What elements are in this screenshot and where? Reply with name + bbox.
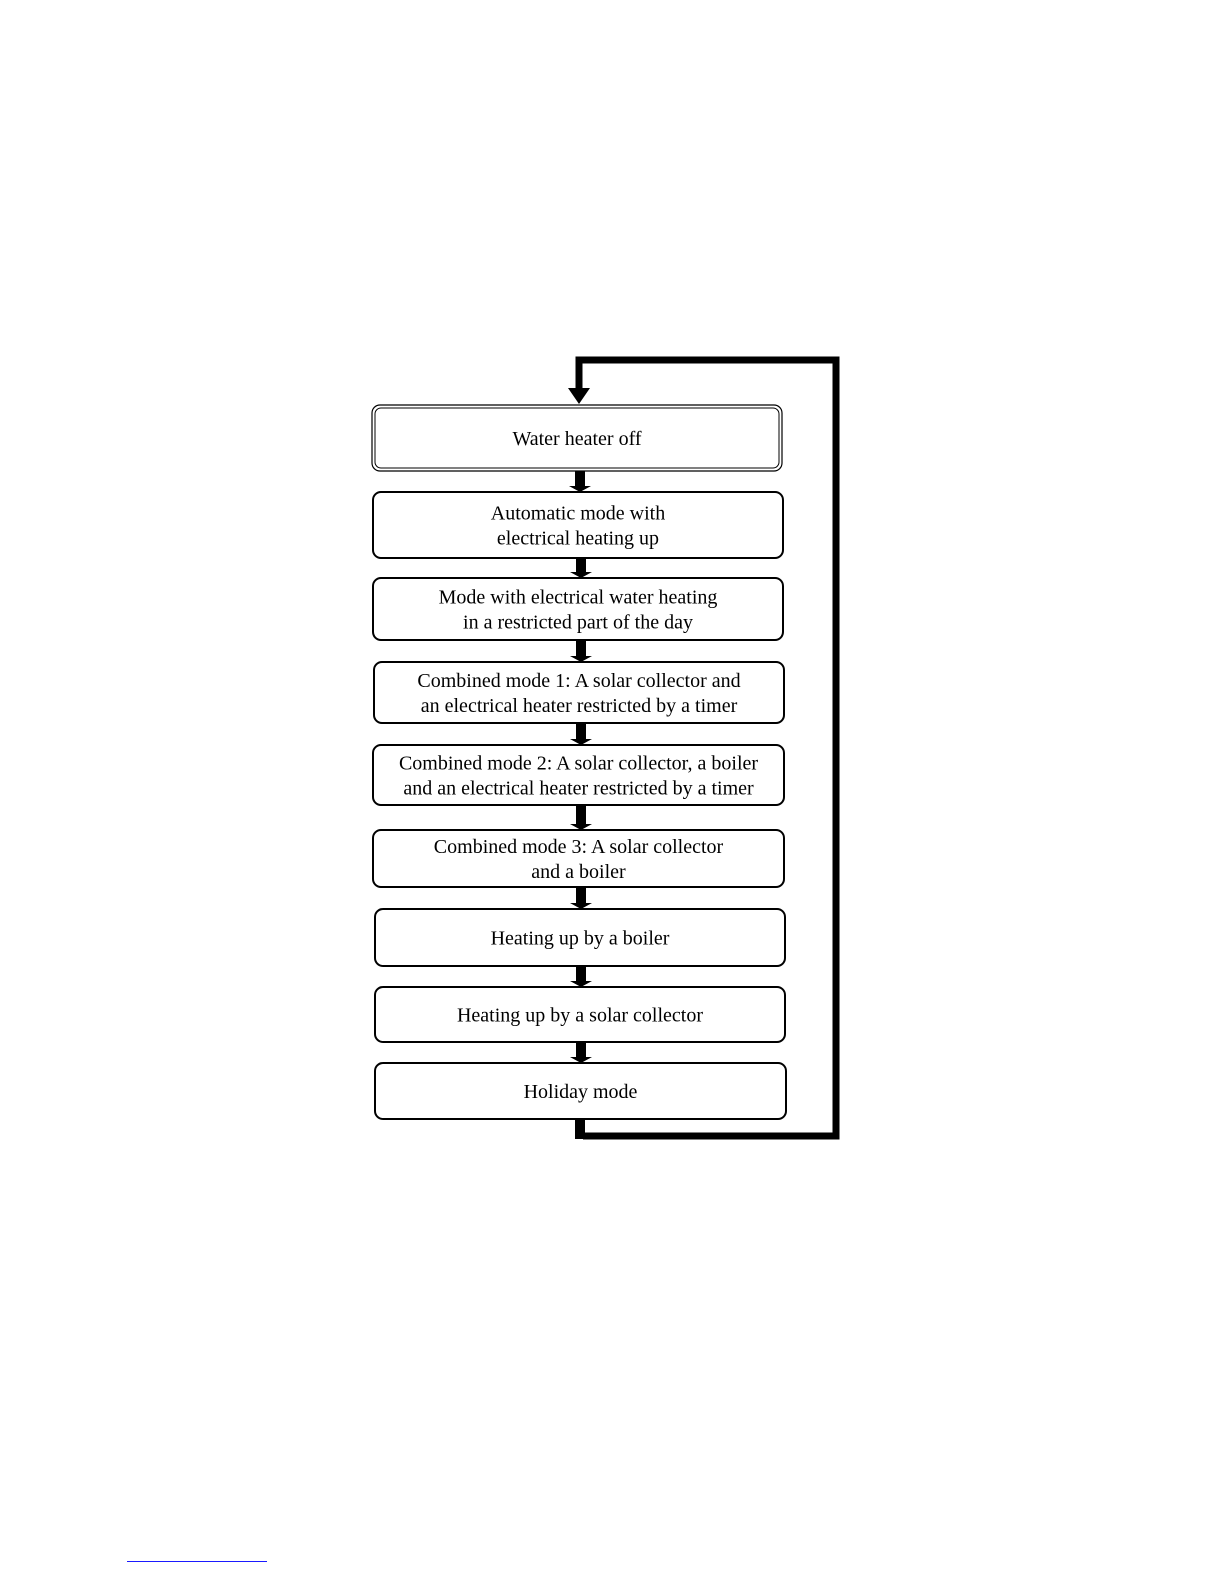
mode-box-5-line-2: and an electrical heater restricted by a… (403, 778, 754, 800)
mode-box-2-line-2: electrical heating up (497, 528, 659, 550)
mode-box-7: Heating up by a boiler (374, 908, 786, 967)
connector-arrow-6 (570, 887, 592, 909)
mode-box-1: Water heater off (371, 404, 783, 472)
mode-box-7-line-1: Heating up by a boiler (491, 928, 670, 950)
mode-box-3-line-1: Mode with electrical water heating (439, 587, 718, 609)
mode-box-9-line-1: Holiday mode (524, 1081, 638, 1103)
mode-connectors (569, 471, 592, 1139)
connector-arrow-8 (570, 1042, 592, 1063)
mode-box-2: Automatic mode with electrical heating up (372, 491, 784, 559)
connector-arrow-7 (570, 966, 592, 987)
mode-box-6-line-2: and a boiler (531, 861, 626, 883)
mode-box-3: Mode with electrical water heating in a r… (372, 577, 784, 641)
mode-box-4: Combined mode 1: A solar collector and an… (373, 661, 785, 724)
mode-box-6: Combined mode 3: A solar collector and a … (372, 829, 785, 888)
mode-box-8: Heating up by a solar collector (374, 986, 786, 1043)
mode-box-3-line-2: in a restricted part of the day (463, 612, 693, 634)
connector-arrow-1 (569, 471, 591, 492)
connector-arrow-2 (570, 558, 592, 578)
loop-back-arrowhead (568, 388, 590, 404)
loop-start-stub (575, 1119, 585, 1139)
connector-arrow-3 (570, 640, 592, 662)
mode-box-5-line-1: Combined mode 2: A solar collector, a bo… (399, 753, 758, 775)
mode-box-6-line-1: Combined mode 3: A solar collector (434, 836, 724, 858)
loop-back-line (575, 356, 840, 1140)
connector-arrow-5 (570, 805, 592, 830)
mode-box-4-line-2: an electrical heater restricted by a tim… (421, 695, 738, 717)
mode-box-4-line-1: Combined mode 1: A solar collector and (417, 670, 740, 692)
mode-box-5: Combined mode 2: A solar collector, a bo… (372, 744, 785, 806)
mode-box-2-line-1: Automatic mode with (491, 503, 665, 525)
mode-box-8-line-1: Heating up by a solar collector (457, 1005, 703, 1027)
footnote-rule (127, 1561, 267, 1562)
connector-arrow-4 (570, 723, 592, 745)
mode-box-9: Holiday mode (374, 1062, 787, 1120)
mode-box-1-line-1: Water heater off (512, 428, 641, 450)
